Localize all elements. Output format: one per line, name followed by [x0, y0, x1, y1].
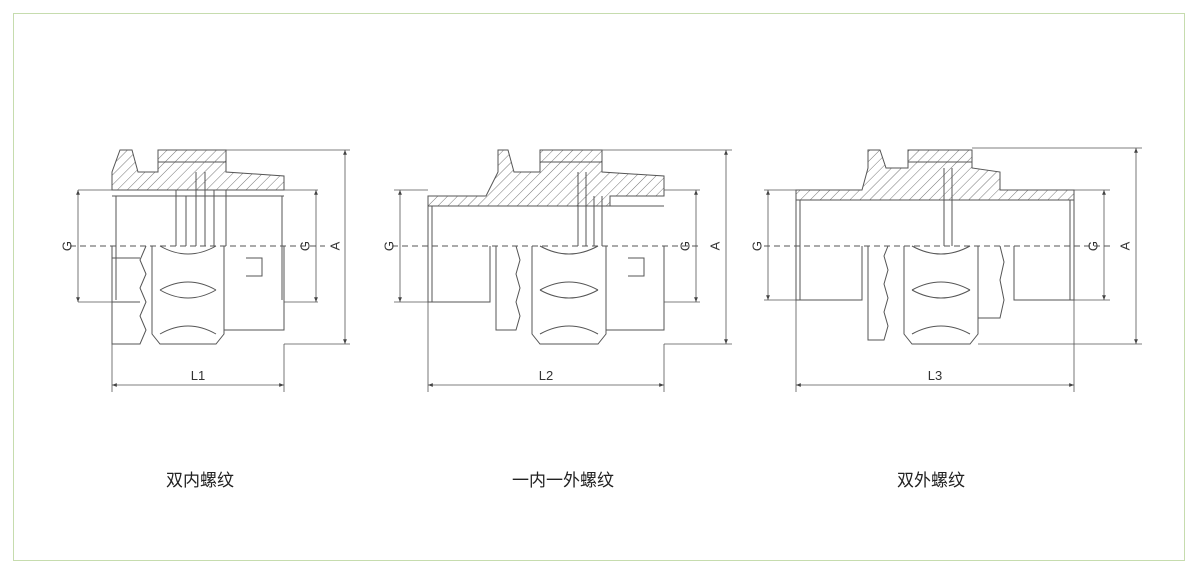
fitting-3-length-label: L3 [928, 368, 942, 383]
fitting-3-center-nut [903, 246, 979, 345]
fitting-2-g-left-label: G [381, 241, 396, 251]
caption-internal-external: 一内一外螺纹 [512, 471, 614, 491]
dimension-labels: G G A L1 G G A L2 G G A L3 [59, 241, 1132, 383]
fitting-1-g-right-label: G [297, 241, 312, 251]
drawing-frame [13, 13, 1185, 561]
fitting-2-internal-external [392, 149, 732, 392]
caption-double-external: 双外螺纹 [897, 471, 965, 491]
caption-double-internal: 双内螺纹 [166, 471, 234, 491]
fitting-3-g-right-label: G [1085, 241, 1100, 251]
fitting-2-center-nut [531, 246, 607, 345]
fitting-2-a-label: A [707, 241, 722, 250]
fitting-3-double-external [764, 147, 1142, 392]
fitting-2-length-label: L2 [539, 368, 553, 383]
fitting-1-a-label: A [327, 241, 342, 250]
fitting-3-a-label: A [1117, 241, 1132, 250]
fitting-1-left-nut [111, 245, 147, 345]
fitting-1-g-left-label: G [59, 241, 74, 251]
fitting-1-double-internal [70, 149, 350, 392]
fitting-1-upper-section [111, 149, 285, 191]
fitting-3-left-nut [867, 245, 889, 341]
fitting-1-length-label: L1 [191, 368, 205, 383]
fitting-2-g-right-label: G [677, 241, 692, 251]
fitting-2-left-nut [495, 245, 521, 331]
fitting-1-center-nut [151, 246, 225, 345]
fitting-2-upper-section [427, 149, 665, 207]
fitting-3-upper-section [795, 149, 1075, 201]
fitting-3-g-left-label: G [749, 241, 764, 251]
